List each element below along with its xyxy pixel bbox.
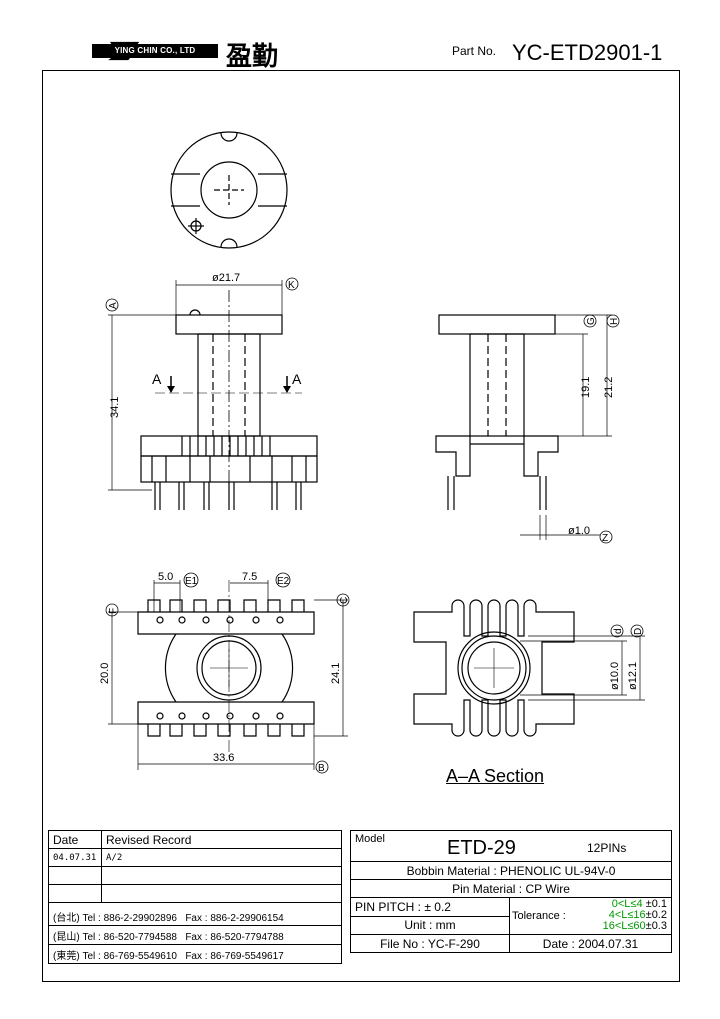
contact-row: (東莞) Tel : 86-769-5549610 Fax : 86-769-5… (48, 944, 342, 964)
callout-g: G (586, 317, 597, 325)
section-mark-right: A (292, 371, 302, 387)
model-value: ETD-29 (447, 837, 516, 859)
dim-pin-dia: ø1.0 (568, 525, 590, 537)
part-no-value: YC-ETD2901-1 (512, 40, 663, 65)
bobbin-value: PHENOLIC UL-94V-0 (500, 863, 616, 878)
company-name-en: YING CHIN CO., LTD (92, 44, 218, 58)
pin-material-label: Pin Material : (452, 881, 523, 896)
file-label: File No : (380, 936, 425, 951)
dim-length: 33.6 (213, 752, 234, 764)
callout-k: K (288, 280, 295, 291)
table-row: 04.07.31 A/2 (48, 848, 342, 867)
tol2-range: 4<L≤16 (608, 909, 646, 921)
callout-h: H (609, 318, 620, 325)
callout-d-large: D (633, 628, 644, 635)
dim-width-24: 24.1 (330, 663, 342, 684)
side-view (435, 314, 612, 540)
pitch-label: PIN PITCH : (355, 899, 422, 914)
tol3-value: ±0.3 (645, 920, 667, 932)
front-view (108, 280, 318, 510)
pin-material-value: CP Wire (525, 881, 570, 896)
drawing-frame (42, 70, 680, 982)
section-mark-left: A (152, 371, 162, 387)
pin-count: 12PINs (587, 841, 627, 855)
model-label: Model (355, 833, 385, 845)
pitch-value: ± 0.2 (424, 899, 451, 914)
tol2-value: ±0.2 (645, 909, 667, 921)
company-name-cn: 盈勤 (226, 42, 279, 72)
section-view (413, 599, 645, 737)
dim-inner-d: ø10.0 (609, 662, 621, 690)
dim-pitch-e2: 7.5 (242, 571, 257, 583)
dim-top-od: ø21.7 (212, 272, 240, 284)
callout-d-small: d (613, 628, 624, 634)
contact-row: (台北) Tel : 886-2-29902896 Fax : 886-2-29… (48, 902, 342, 926)
dim-height: 34.1 (109, 397, 121, 418)
dim-h1: 19.1 (580, 377, 592, 398)
table-row (48, 884, 342, 903)
tolerance-label: Tolerance : (512, 910, 566, 922)
top-view (170, 131, 288, 249)
callout-e2: E2 (277, 576, 290, 587)
section-label: A–A Section (446, 766, 545, 786)
dim-pitch-e1: 5.0 (158, 571, 173, 583)
callout-z: Z (602, 533, 608, 544)
dim-h2: 21.2 (603, 377, 615, 398)
spec-table: Model ETD-29 12PINs Bobbin Material : PH… (350, 830, 672, 953)
tol1-value: ±0.1 (645, 898, 667, 910)
date-value: 2004.07.31 (578, 936, 639, 951)
rev-col-record: Revised Record (101, 830, 342, 849)
file-value: YC-F-290 (427, 936, 480, 951)
callout-e1: E1 (185, 576, 198, 587)
bottom-view (108, 580, 348, 770)
callout-f: F (108, 608, 119, 614)
table-row (48, 866, 342, 885)
unit-label: Unit : (404, 918, 433, 933)
callout-a: A (108, 302, 119, 309)
part-no-label: Part No. (452, 44, 497, 58)
contact-row: (昆山) Tel : 86-520-7794588 Fax : 86-520-7… (48, 925, 342, 945)
unit-value: mm (435, 918, 456, 933)
callout-b: B (318, 763, 325, 774)
callout-c: C (339, 597, 350, 604)
tol1-range: 0<L≤4 (611, 898, 643, 910)
dim-outer-d: ø12.1 (627, 662, 639, 690)
date-label: Date : (542, 936, 575, 951)
rev-col-date: Date (48, 830, 102, 849)
revision-table: Date Revised Record 04.07.31 A/2 (台北) Te… (48, 830, 342, 964)
callout-circles (105, 277, 644, 774)
dim-width-20: 20.0 (99, 663, 111, 684)
tol3-range: 16<L≤60 (602, 920, 646, 932)
bobbin-label: Bobbin Material : (406, 863, 497, 878)
